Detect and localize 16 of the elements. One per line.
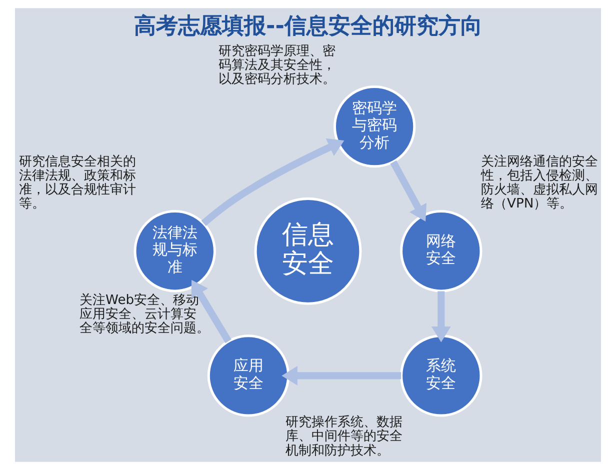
node-label: 研究密码学原理、密码算法及其安全性，以及密码分析技术。 — [218, 44, 336, 88]
node-circle: 网络安全 — [400, 210, 482, 292]
node-circle: 信息安全 — [254, 197, 362, 305]
arrow — [200, 138, 344, 226]
node-label: 研究信息安全相关的法律法规、政策和标准，以及合规性审计等。 — [18, 154, 136, 212]
arrow — [430, 291, 450, 342]
node-circle: 法律法规与标准 — [133, 210, 216, 292]
node-circle: 应用安全 — [206, 334, 290, 417]
arrow — [390, 160, 426, 222]
arrow — [190, 280, 231, 344]
arrow — [281, 366, 401, 386]
diagram-title: 高考志愿填报--信息安全的研究方向 — [134, 12, 482, 39]
node-label: 关注网络通信的安全性，包括入侵检测、防火墙、虚拟私人网络（VPN）等。 — [480, 154, 598, 212]
node-circle: 密码学与密码分析 — [332, 85, 416, 168]
node-label: 研究操作系统、数据库、中间件等的安全机制和防护技术。 — [284, 415, 402, 458]
node-circle: 系统安全 — [400, 334, 482, 417]
